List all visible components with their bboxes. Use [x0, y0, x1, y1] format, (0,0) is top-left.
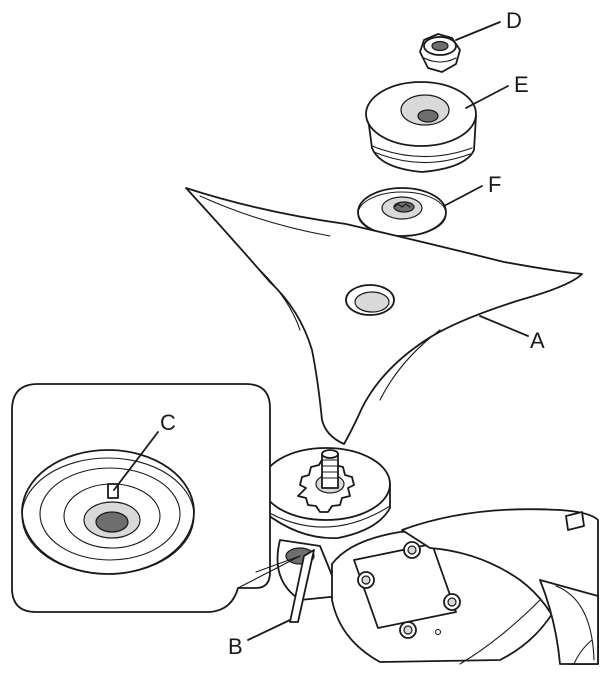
cup-part-e — [365, 81, 477, 173]
guard — [401, 508, 599, 665]
detail-inset — [11, 383, 301, 613]
callout-label-b: B — [228, 634, 243, 659]
callout-label-e: E — [514, 72, 529, 97]
blade-part-a — [185, 187, 583, 445]
nut-part-d — [419, 33, 461, 73]
callout-label-c: C — [160, 410, 176, 435]
washer-part-f — [357, 187, 447, 237]
callout-label-a: A — [530, 328, 545, 353]
rod-part-b — [289, 549, 315, 623]
callout-label-d: D — [506, 8, 522, 33]
callout-label-f: F — [488, 172, 501, 197]
leader-lines — [113, 21, 529, 641]
